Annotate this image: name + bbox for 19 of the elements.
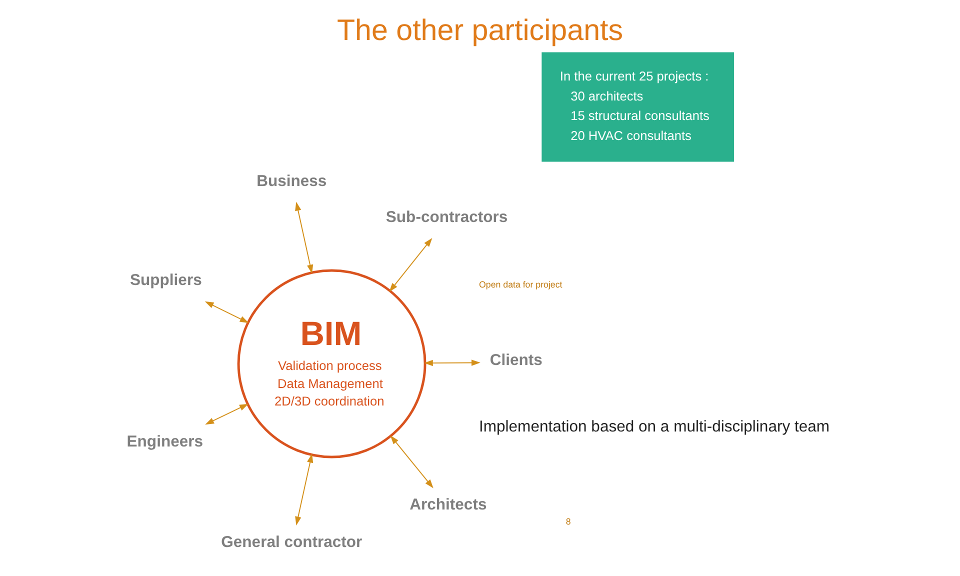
diagram-title: The other participants — [336, 14, 624, 47]
node-text: Business — [256, 173, 327, 190]
arrow — [295, 454, 314, 526]
arrow — [390, 435, 434, 488]
arrow — [295, 202, 314, 274]
node-text: Suppliers — [130, 272, 202, 290]
arrow — [205, 404, 248, 425]
node-box: In the current 25 projects : 30 architects 15 structural consultants 20 HVAC consultants — [542, 52, 734, 162]
node-text: Clients — [490, 352, 542, 370]
node-text: Engineers — [126, 434, 204, 451]
label: 8 — [566, 516, 571, 526]
arrow — [204, 301, 249, 323]
arrow — [424, 360, 480, 366]
label: Open data for project — [479, 280, 562, 290]
node-text: General contractor — [221, 534, 362, 551]
label: Implementation based on a multi-disciplinary team — [479, 418, 830, 436]
node-text: Sub-contractors — [386, 209, 508, 226]
node-text: Architects — [410, 496, 487, 514]
arrow — [389, 238, 432, 292]
